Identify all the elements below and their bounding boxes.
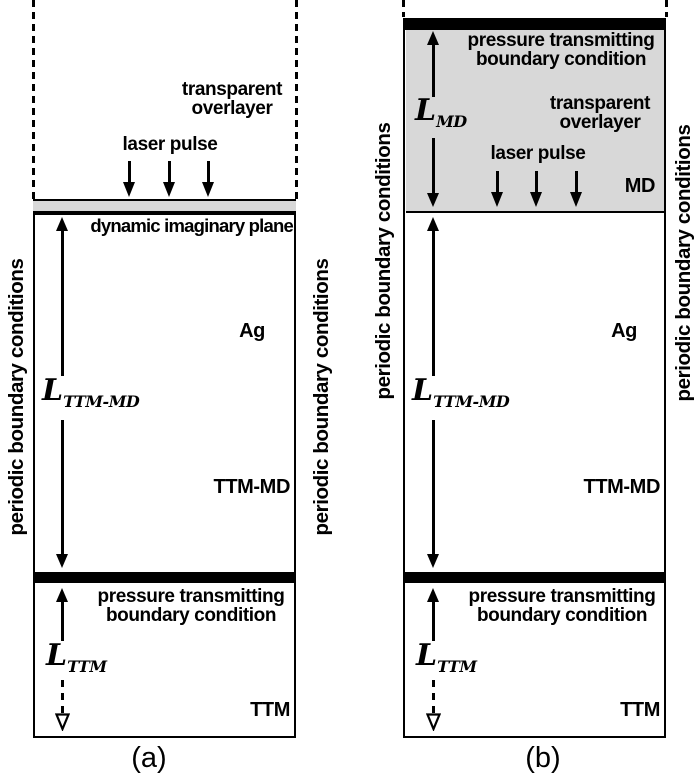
length-subscript: TTM bbox=[67, 657, 107, 676]
laser-pulse-arrow-icon bbox=[569, 171, 583, 207]
panel-a-laser-pulse-label: laser pulse bbox=[122, 134, 218, 155]
lmd-arrow-shaft bbox=[431, 138, 435, 194]
arrowhead-up-icon bbox=[427, 31, 439, 45]
panel-b-caption: (b) bbox=[525, 742, 561, 774]
transparent-overlayer-line2: overlayer bbox=[191, 98, 273, 119]
length-label-lmd: LMD bbox=[413, 96, 469, 137]
dashed-arrowhead-icon bbox=[54, 713, 70, 731]
transparent-overlayer-line2: overlayer bbox=[559, 112, 641, 133]
laser-pulse-arrow-icon bbox=[490, 171, 504, 207]
length-symbol: L bbox=[412, 373, 434, 408]
panel-a-pressure-boundary-label: pressure transmitting boundary condition bbox=[76, 587, 306, 625]
panel-a-right-dashed-boundary bbox=[294, 0, 298, 199]
laser-pulse-arrow-icon bbox=[529, 171, 543, 207]
length-symbol: L bbox=[46, 638, 68, 673]
panel-b-top-pressure-boundary-label: pressure transmitting boundary condition bbox=[446, 31, 676, 69]
panel-a-right-periodic-boundary-label: periodic boundary conditions bbox=[310, 258, 333, 536]
panel-b-md-region-label: MD bbox=[624, 175, 656, 197]
panel-a-pressure-boundary-bar bbox=[33, 572, 296, 583]
length-symbol: L bbox=[415, 93, 437, 128]
lmd-arrow-shaft bbox=[431, 43, 435, 97]
panel-b-ttm-region-label: TTM bbox=[620, 699, 660, 721]
laser-pulse-arrow-icon bbox=[201, 161, 215, 197]
pressure-line1: pressure transmitting bbox=[468, 586, 656, 607]
length-symbol: L bbox=[416, 638, 438, 673]
pressure-line1: pressure transmitting bbox=[97, 586, 285, 607]
length-label-lttm: LTTM bbox=[44, 641, 109, 682]
pressure-line2: boundary condition bbox=[476, 605, 648, 626]
panel-b-pressure-boundary-bar bbox=[403, 572, 666, 583]
panel-a-material-label: Ag bbox=[239, 320, 265, 342]
length-label-lttmmd: LTTM-MD bbox=[40, 373, 142, 417]
panel-a-transparent-overlayer-strip bbox=[33, 199, 296, 213]
panel-b-laser-pulse-label: laser pulse bbox=[490, 143, 586, 164]
length-label-lttmmd: LTTM-MD bbox=[410, 373, 512, 417]
panel-b-left-dashed-boundary bbox=[401, 0, 405, 17]
lttmmd-arrow-shaft bbox=[431, 420, 435, 555]
lttm-arrow-shaft bbox=[431, 600, 435, 646]
length-label-lttm: LTTM bbox=[414, 641, 479, 682]
length-symbol: L bbox=[42, 373, 64, 408]
arrowhead-up-icon bbox=[427, 217, 439, 231]
panel-b-left-periodic-boundary-label: periodic boundary conditions bbox=[372, 122, 395, 400]
arrowhead-up-icon bbox=[427, 588, 439, 602]
arrowhead-down-icon bbox=[427, 193, 439, 207]
dashed-arrowhead-icon bbox=[425, 713, 441, 731]
laser-pulse-arrow-icon bbox=[162, 161, 176, 197]
transparent-overlayer-line1: transparent bbox=[549, 93, 651, 114]
lttm-arrow-shaft bbox=[60, 600, 64, 646]
length-subscript: TTM bbox=[437, 657, 477, 676]
panel-a-ttm-region-label: TTM bbox=[250, 699, 290, 721]
panel-b-material-label: Ag bbox=[611, 320, 637, 342]
arrowhead-up-icon bbox=[56, 588, 68, 602]
lttm-dashed-shaft bbox=[60, 680, 64, 714]
transparent-overlayer-line1: transparent bbox=[181, 79, 283, 100]
length-subscript: TTM-MD bbox=[433, 392, 510, 411]
panel-a-dynamic-imaginary-plane-label: dynamic imaginary plane bbox=[90, 215, 293, 236]
panel-a-transparent-overlayer-label: transparent overlayer bbox=[162, 80, 302, 118]
length-subscript: TTM-MD bbox=[63, 392, 140, 411]
arrowhead-down-icon bbox=[56, 554, 68, 568]
lttm-dashed-shaft bbox=[431, 680, 435, 714]
panel-a-left-dashed-boundary bbox=[31, 0, 35, 199]
lttmmd-arrow-shaft bbox=[60, 420, 64, 555]
lttmmd-arrow-shaft bbox=[60, 229, 64, 378]
panel-b-transparent-overlayer-label: transparent overlayer bbox=[530, 94, 670, 132]
panel-b-pressure-boundary-label: pressure transmitting boundary condition bbox=[447, 587, 677, 625]
arrowhead-down-icon bbox=[427, 554, 439, 568]
length-subscript: MD bbox=[436, 112, 467, 131]
panel-b-ttm-md-region-label: TTM-MD bbox=[583, 476, 661, 498]
pressure-line1: pressure transmitting bbox=[467, 30, 655, 51]
pressure-line2: boundary condition bbox=[475, 49, 647, 70]
pressure-line2: boundary condition bbox=[105, 605, 277, 626]
lttmmd-arrow-shaft bbox=[431, 229, 435, 378]
panel-b-top-pressure-boundary-bar bbox=[403, 18, 666, 30]
panel-a-ttm-md-region-label: TTM-MD bbox=[213, 476, 291, 498]
panel-a-caption: (a) bbox=[131, 742, 167, 774]
panel-b-right-dashed-boundary bbox=[664, 0, 668, 17]
laser-pulse-arrow-icon bbox=[122, 161, 136, 197]
panel-a-left-periodic-boundary-label: periodic boundary conditions bbox=[5, 258, 28, 536]
arrowhead-up-icon bbox=[56, 217, 68, 231]
panel-b-right-periodic-boundary-label: periodic boundary conditions bbox=[672, 124, 695, 402]
